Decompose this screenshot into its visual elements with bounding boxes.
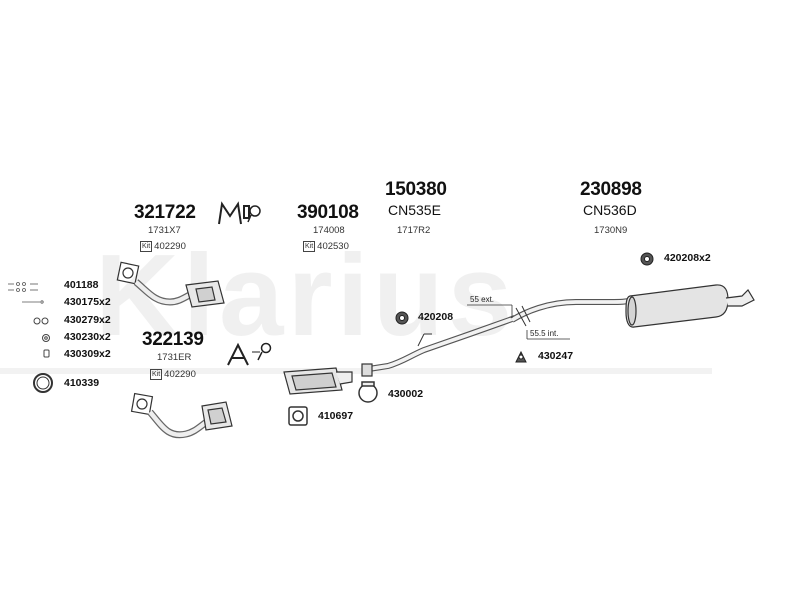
sealing-ring-icon: [33, 373, 53, 393]
dimension-int: 55.5 int.: [530, 329, 559, 338]
kit-box: Kit: [150, 369, 163, 380]
dimension-ext: 55 ext.: [470, 295, 495, 304]
dimension-lines: [467, 304, 570, 340]
kit-box: Kit: [303, 241, 316, 252]
parts-list-item: 430175x2: [64, 296, 111, 308]
kit-label: Kit 402530: [303, 241, 349, 252]
mounting-kit-icon: [218, 201, 261, 225]
callout-420208x2: 420208x2: [664, 252, 711, 264]
kit-box: Kit: [140, 241, 153, 252]
assembly-kit-icon: [227, 342, 272, 366]
kit-number: 402290: [164, 369, 196, 380]
rubber-mount-icon: [395, 311, 409, 325]
rubber-mount-icon: [640, 252, 654, 266]
parts-list-item: 430230x2: [64, 331, 111, 343]
washer-icon: [42, 334, 50, 342]
ref-code-1717r2: 1717R2: [397, 225, 431, 236]
bolt-icon: [8, 282, 44, 304]
ref-code-1730n9: 1730N9: [594, 225, 628, 236]
callout-420208: 420208: [418, 311, 454, 323]
parts-list-item: 401188: [64, 279, 99, 291]
kit-label: Kit 402290: [140, 241, 186, 252]
centre-pipe: [361, 315, 517, 377]
part-number-230898: 230898: [580, 179, 642, 200]
kit-number: 402290: [154, 241, 186, 252]
nut-icon: [33, 317, 49, 325]
gasket-icon: [288, 406, 308, 426]
ref-code-174008: 174008: [313, 225, 345, 236]
kit-number: 402530: [317, 241, 349, 252]
parts-list-item: 410339: [64, 377, 100, 389]
front-pipe-322139: [130, 392, 233, 439]
rear-pipe: [510, 297, 635, 327]
part-number-321722: 321722: [134, 202, 196, 223]
hanger-icon: [515, 350, 527, 363]
rear-silencer: [625, 284, 755, 328]
ref-code-1731er: 1731ER: [157, 352, 192, 363]
callout-410697: 410697: [318, 410, 354, 422]
front-pipe-321722: [116, 261, 225, 308]
clamp-icon: [358, 381, 378, 403]
parts-list-item: 430309x2: [64, 348, 111, 360]
parts-list-item: 430279x2: [64, 314, 111, 326]
part-number-322139: 322139: [142, 329, 204, 350]
part-number-150380: 150380: [385, 179, 447, 200]
callout-430002: 430002: [388, 388, 424, 400]
component-code-cn536d: CN536D: [583, 202, 637, 218]
callout-430247: 430247: [538, 350, 574, 362]
kit-label: Kit 402290: [150, 369, 196, 380]
catalytic-converter: [283, 367, 353, 395]
watermark-band: [0, 368, 712, 374]
component-code-cn535e: CN535E: [388, 202, 441, 218]
spring-icon: [43, 349, 50, 358]
part-number-390108: 390108: [297, 202, 359, 223]
ref-code-1731x7: 1731X7: [148, 225, 181, 236]
